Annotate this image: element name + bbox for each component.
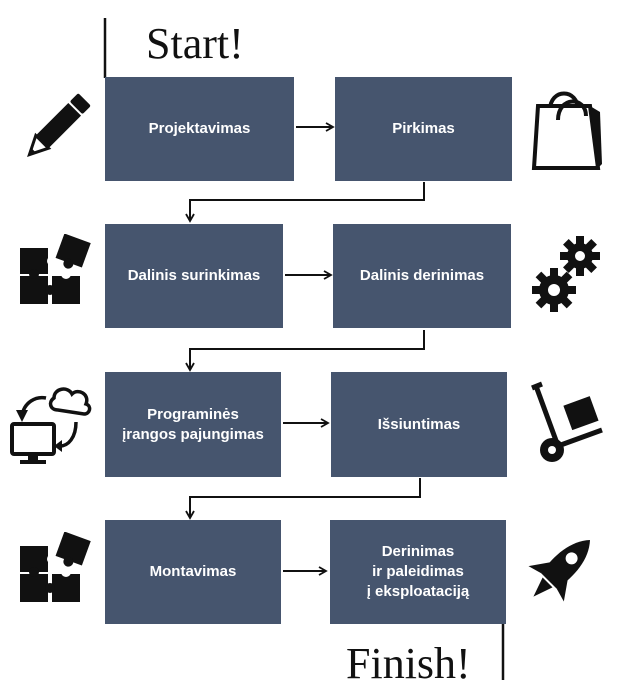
step-montavimas: Montavimas xyxy=(105,520,281,624)
rocket-icon xyxy=(528,540,590,602)
pencil-icon xyxy=(27,93,91,157)
puzzle-icon xyxy=(20,532,91,602)
step-label: Programinės įrangos pajungimas xyxy=(122,405,264,443)
start-label: Start! xyxy=(146,19,244,68)
step-label: Projektavimas xyxy=(148,120,251,137)
step-dalinis-surinkimas: Dalinis surinkimas xyxy=(105,224,283,328)
step-label: Dalinis derinimas xyxy=(359,267,485,284)
step-label: Montavimas xyxy=(149,563,237,580)
connector-2-3 xyxy=(185,330,425,372)
step-label: Pirkimas xyxy=(392,120,455,137)
shopping-bag-icon xyxy=(531,91,602,170)
gears-icon xyxy=(532,236,600,312)
step-label: Dalinis surinkimas xyxy=(127,267,261,284)
step-programines-irangos-pajungimas: Programinės įrangos pajungimas xyxy=(105,372,281,477)
step-issiuntimas: Išsiuntimas xyxy=(331,372,507,477)
step-label: Išsiuntimas xyxy=(377,415,461,433)
hand-truck-icon xyxy=(531,381,603,462)
step-projektavimas: Projektavimas xyxy=(105,77,294,181)
computer-cloud-sync-icon xyxy=(10,387,92,464)
step-label: Derinimas ir paleidimas į eksploataciją xyxy=(366,543,470,600)
finish-label: Finish! xyxy=(346,639,471,688)
connector-1-2 xyxy=(185,182,425,223)
step-dalinis-derinimas: Dalinis derinimas xyxy=(333,224,511,328)
connector-3-4 xyxy=(185,478,421,520)
step-derinimas-ir-paleidimas: Derinimas ir paleidimas į eksploataciją xyxy=(330,520,506,624)
step-pirkimas: Pirkimas xyxy=(335,77,512,181)
puzzle-icon xyxy=(20,234,91,304)
